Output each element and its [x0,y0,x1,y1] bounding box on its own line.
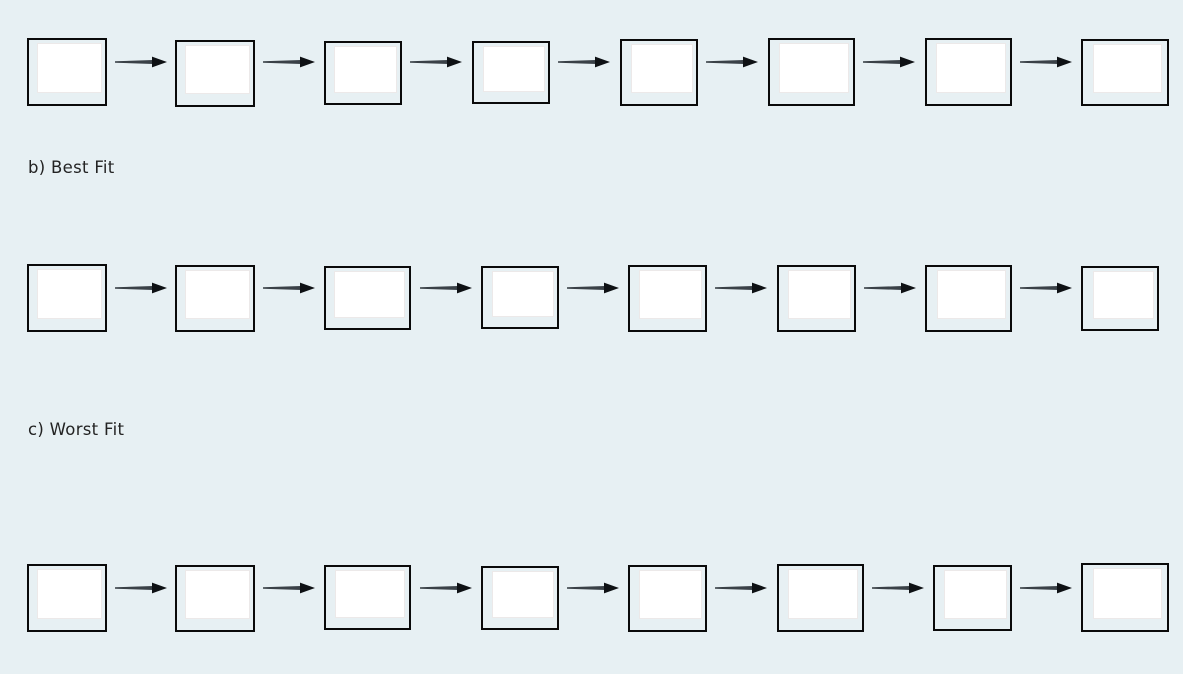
memory-block[interactable] [175,265,255,332]
memory-block[interactable] [925,38,1012,106]
flow-arrow-icon [420,581,472,595]
flow-arrow-icon [567,581,619,595]
memory-block-fill [1093,44,1162,93]
memory-block[interactable] [628,265,707,332]
memory-block-fill [788,569,858,619]
flow-arrow-icon [715,281,767,295]
memory-block-fill [639,270,702,319]
memory-block-fill [185,270,250,319]
memory-block[interactable] [1081,39,1169,106]
flow-arrow-icon [706,55,758,69]
memory-block-fill [1093,568,1162,619]
flow-arrow-icon [1020,55,1072,69]
memory-block-fill [492,271,554,317]
flow-arrow-icon [1020,281,1072,295]
flow-arrow-icon [115,281,167,295]
memory-block[interactable] [324,565,411,630]
flow-arrow-icon [115,55,167,69]
memory-block-fill [937,270,1006,319]
memory-block-fill [1093,271,1154,319]
memory-block-fill [631,44,693,93]
memory-block[interactable] [175,40,255,107]
memory-block-fill [483,46,545,92]
flow-arrow-icon [1020,581,1072,595]
flow-arrow-icon [872,581,924,595]
memory-block[interactable] [777,265,856,332]
memory-block[interactable] [628,565,707,632]
flow-arrow-icon [263,55,315,69]
memory-block[interactable] [777,564,864,632]
flow-arrow-icon [567,281,619,295]
memory-block[interactable] [175,565,255,632]
caption-worst-fit: c) Worst Fit [28,420,125,439]
memory-block[interactable] [27,564,107,632]
memory-block[interactable] [481,266,559,329]
memory-block-fill [639,570,702,619]
memory-block[interactable] [481,566,559,630]
caption-best-fit: b) Best Fit [28,158,115,177]
flow-arrow-icon [263,281,315,295]
memory-block[interactable] [27,38,107,106]
memory-block-fill [335,570,405,618]
memory-block-fill [185,570,250,619]
memory-block-fill [334,271,405,318]
flow-arrow-icon [115,581,167,595]
flow-arrow-icon [864,281,916,295]
flow-arrow-icon [558,55,610,69]
memory-block[interactable] [1081,266,1159,331]
memory-block-fill [788,270,851,319]
flow-arrow-icon [715,581,767,595]
memory-block[interactable] [324,41,402,105]
memory-block[interactable] [324,266,411,330]
memory-block-fill [779,43,849,93]
memory-block[interactable] [620,39,698,106]
memory-block[interactable] [768,38,855,106]
memory-block[interactable] [472,41,550,104]
memory-block-fill [37,269,102,319]
memory-block-fill [37,569,102,619]
memory-block-fill [334,46,397,93]
memory-block[interactable] [925,265,1012,332]
memory-block[interactable] [1081,563,1169,632]
flow-arrow-icon [263,581,315,595]
memory-block-fill [944,570,1007,619]
flow-arrow-icon [420,281,472,295]
flow-arrow-icon [863,55,915,69]
memory-block-fill [185,45,250,94]
memory-block-fill [492,571,554,618]
memory-block[interactable] [933,565,1012,631]
flow-arrow-icon [410,55,462,69]
memory-block-fill [936,43,1006,93]
memory-block[interactable] [27,264,107,332]
memory-block-fill [37,43,102,93]
